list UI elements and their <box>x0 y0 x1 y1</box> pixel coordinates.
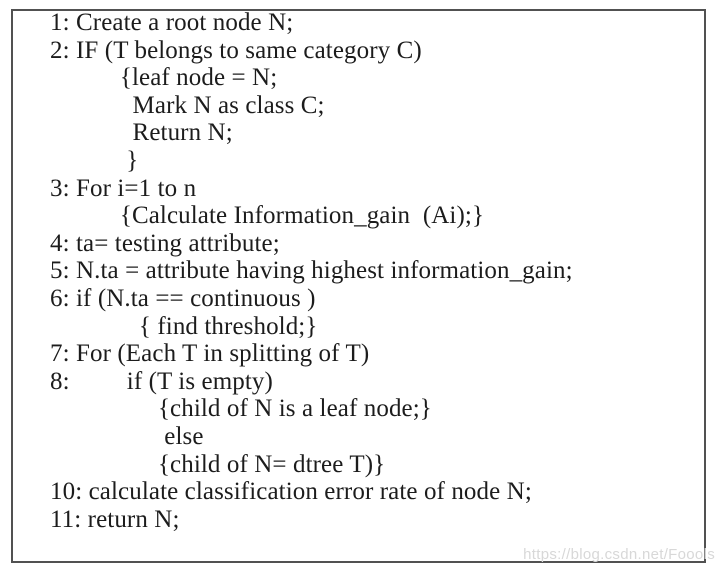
code-line: 3: For i=1 to n <box>50 174 197 202</box>
code-line: { find threshold;} <box>50 312 318 340</box>
code-line: 4: ta= testing attribute; <box>50 229 280 257</box>
code-line: 8: if (T is empty) <box>50 367 273 395</box>
code-line: Return N; <box>50 119 233 147</box>
code-line: {leaf node = N; <box>50 64 278 92</box>
code-line: {child of N= dtree T)} <box>50 450 386 478</box>
code-line: 6: if (N.ta == continuous ) <box>50 284 316 312</box>
code-line: 7: For (Each T in splitting of T) <box>50 340 370 368</box>
code-line: {child of N is a leaf node;} <box>50 395 432 423</box>
watermark: https://blog.csdn.net/Foools <box>523 546 715 563</box>
code-line: 11: return N; <box>50 505 180 533</box>
code-line: 2: IF (T belongs to same category C) <box>50 36 422 64</box>
code-line: 1: Create a root node N; <box>50 9 294 36</box>
code-line: 5: N.ta = attribute having highest infor… <box>50 257 573 285</box>
algorithm-listing: 1: Create a root node N; 2: IF (T belong… <box>13 9 704 533</box>
code-line: 10: calculate classification error rate … <box>50 478 532 506</box>
pseudocode-box: 1: Create a root node N; 2: IF (T belong… <box>11 9 706 563</box>
code-line: else <box>50 422 204 450</box>
code-line: {Calculate Information_gain (Ai);} <box>50 202 485 230</box>
code-line: Mark N as class C; <box>50 91 325 119</box>
code-line: } <box>50 146 139 174</box>
